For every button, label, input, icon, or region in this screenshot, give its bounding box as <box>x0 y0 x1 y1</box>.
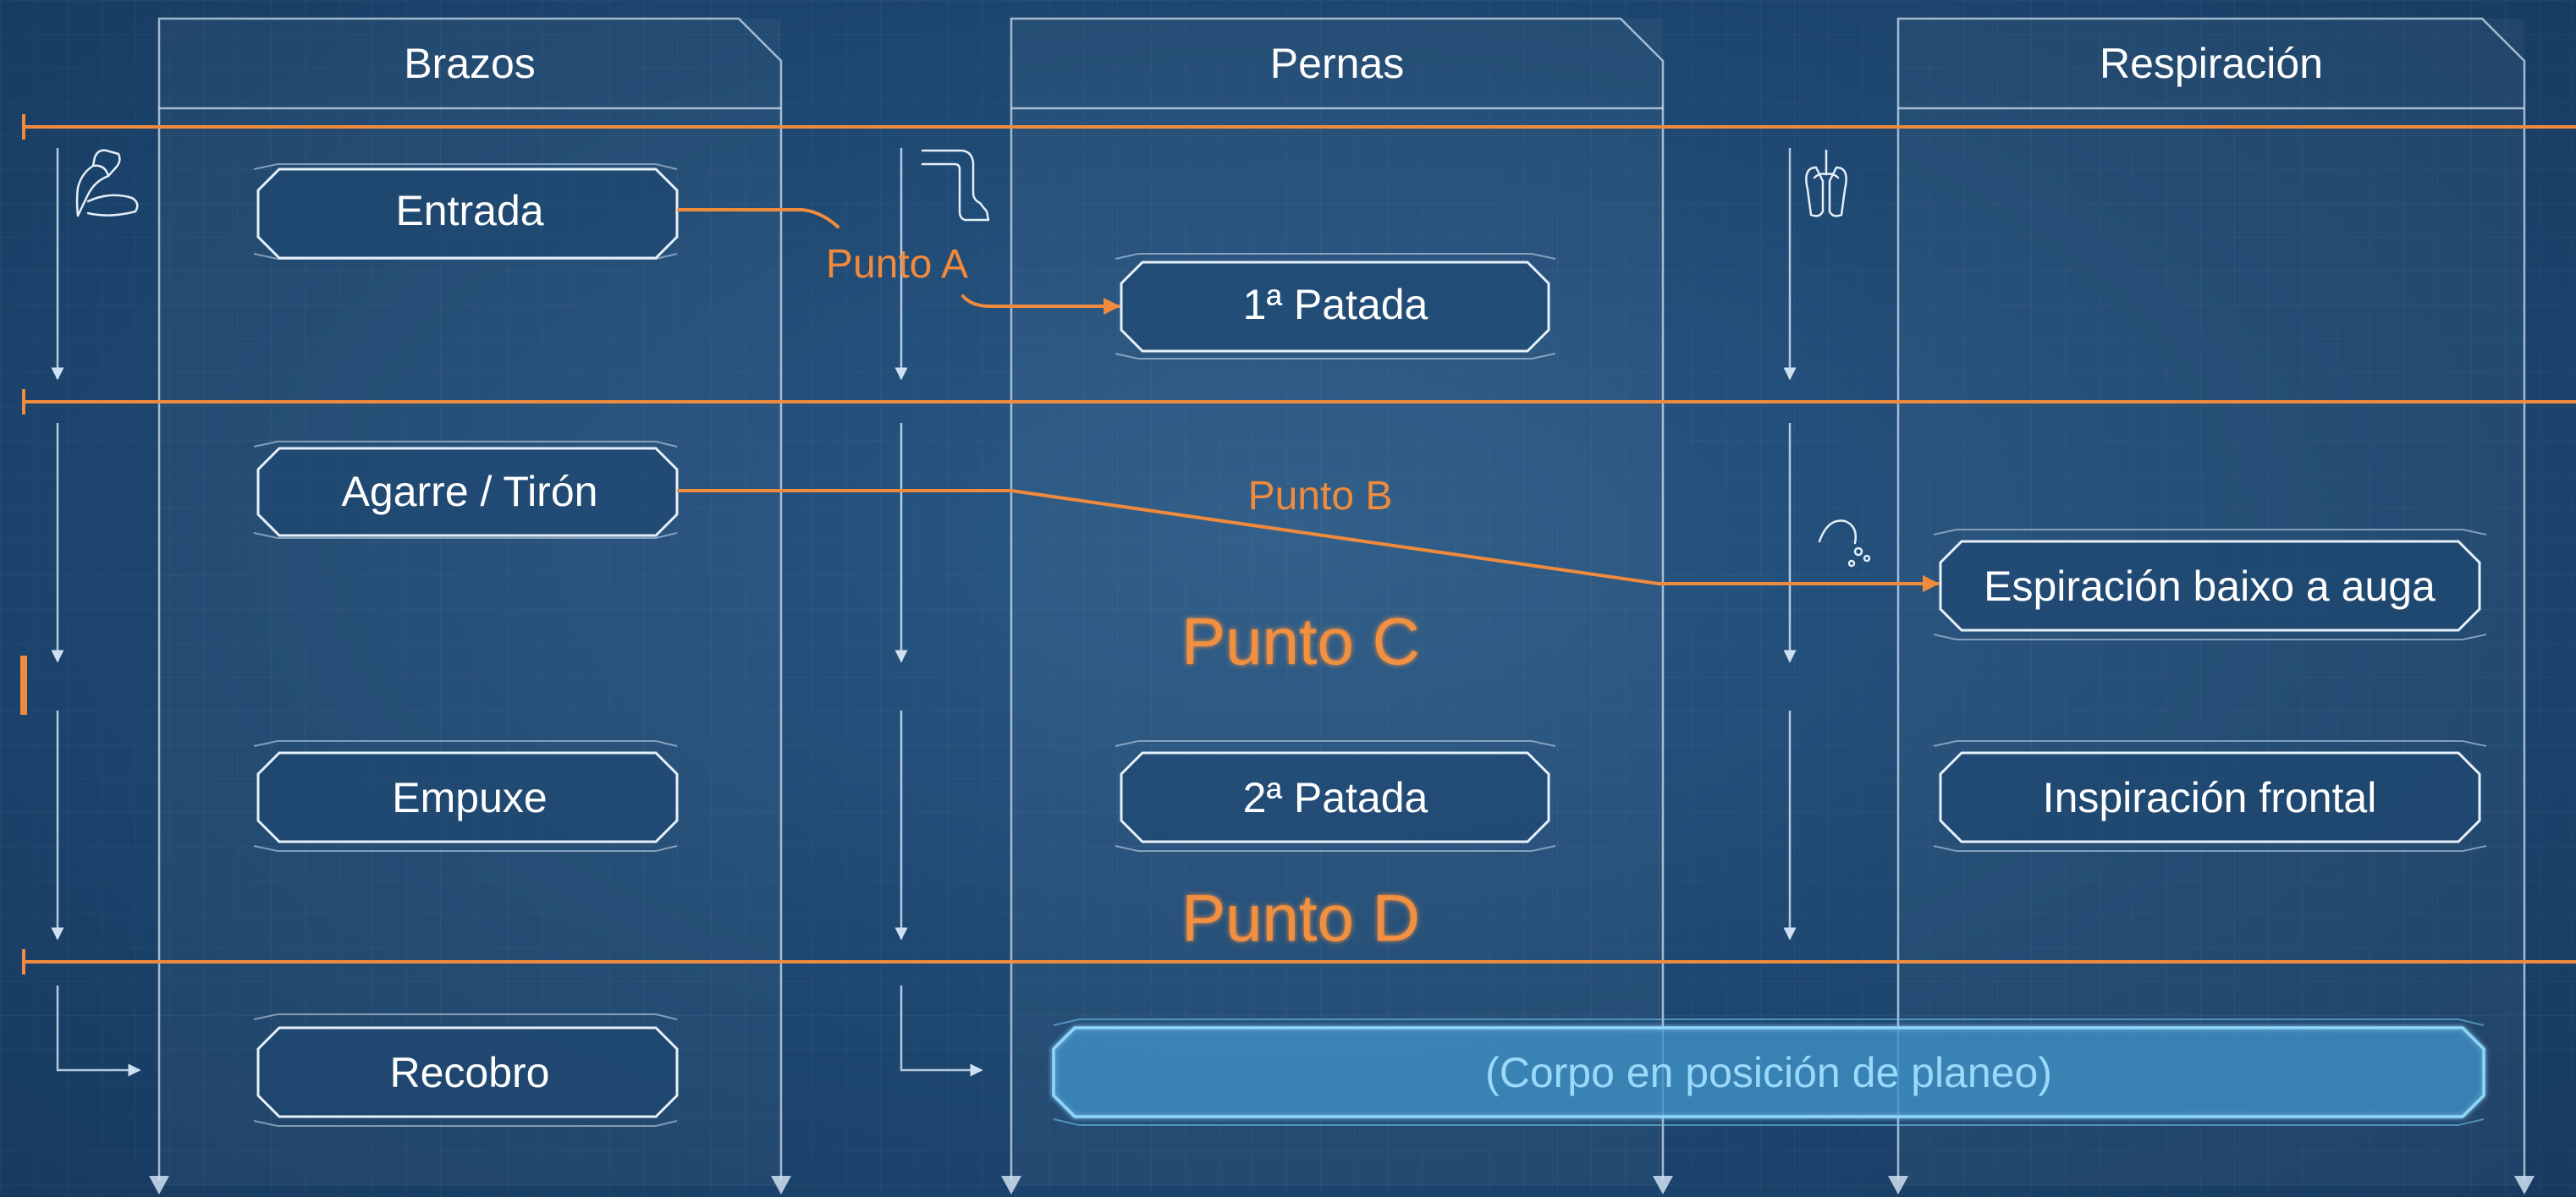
point-label-c: Punto C <box>1181 604 1420 678</box>
column-end-arrows <box>149 1176 2535 1194</box>
step-box-empuxe: Empuxe <box>253 740 679 852</box>
step-label-patada1: 1ª Patada <box>1243 281 1428 328</box>
column-header-legs: Pernas <box>1270 40 1404 87</box>
step-label-planeo: (Corpo en posición de planeo) <box>1485 1049 2052 1096</box>
step-label-espiracion: Espiración baixo a auga <box>1984 563 2436 610</box>
connector-agarre-espiracion <box>677 489 1940 592</box>
step-label-empuxe: Empuxe <box>392 774 547 821</box>
exhale-bubbles-icon <box>1818 519 1871 568</box>
step-label-entrada: Entrada <box>395 187 543 234</box>
point-label-d: Punto D <box>1181 881 1420 955</box>
phase-lines <box>20 114 2576 975</box>
step-box-inspiracion: Inspiración frontal <box>1933 740 2487 852</box>
step-box-recobro: Recobro <box>253 1013 679 1127</box>
step-label-patada2: 2ª Patada <box>1243 774 1428 821</box>
point-label-b: Punto B <box>1248 474 1393 519</box>
column-header-arms: Brazos <box>404 40 536 87</box>
connector-entrada-punto-a <box>677 208 839 228</box>
column-breath-frame <box>1896 17 2526 1180</box>
timing-connectors <box>676 208 1940 808</box>
column-header-breath: Respiración <box>2100 40 2323 87</box>
step-box-agarre: Agarre / Tirón <box>253 441 679 539</box>
column-legs-fill <box>1011 19 1663 1186</box>
step-box-planeo: (Corpo en posición de planeo) <box>1052 1019 2485 1126</box>
column-legs-frame <box>1010 17 1665 1180</box>
timeline-arrows <box>51 148 1797 1077</box>
step-label-recobro: Recobro <box>390 1049 550 1096</box>
step-box-entrada: Entrada <box>253 163 679 260</box>
step-box-espiracion: Espiración baixo a auga <box>1933 529 2487 640</box>
step-label-agarre: Agarre / Tirón <box>342 468 598 515</box>
leg-icon <box>921 149 990 222</box>
column-arms-frame <box>157 17 783 1180</box>
flexed-arm-icon <box>75 149 139 217</box>
connector-punto-a-patada1 <box>961 294 1120 315</box>
step-box-patada2: 2ª Patada <box>1115 740 1556 852</box>
step-box-patada1: 1ª Patada <box>1115 253 1556 360</box>
lungs-icon <box>1805 149 1847 217</box>
point-label-a: Punto A <box>826 242 968 287</box>
step-label-inspiracion: Inspiración frontal <box>2043 774 2377 821</box>
